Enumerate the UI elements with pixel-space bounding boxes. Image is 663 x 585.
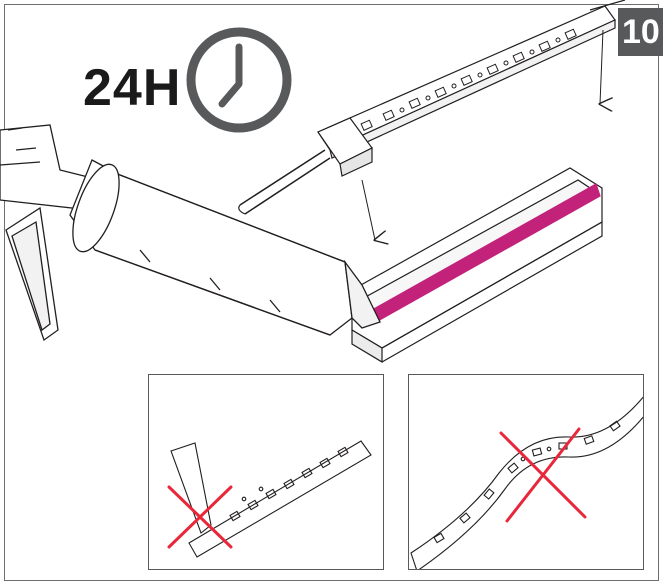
cross-icon [499, 427, 587, 523]
cross-icon [167, 485, 233, 549]
insert-arrow-right [600, 29, 603, 104]
knife-blade [170, 442, 212, 534]
insert-arrow-left [361, 179, 375, 240]
led-strip-wavy [410, 396, 643, 569]
figure-frame [4, 4, 659, 581]
clock-icon [186, 27, 292, 133]
diffuser-strip [371, 183, 601, 323]
aluminium-profile [351, 167, 603, 364]
caulking-gun [0, 124, 381, 342]
led-chips [360, 28, 577, 131]
cure-time-label: 24H [83, 59, 182, 117]
led-strip [238, 0, 626, 215]
led-strip-straight [188, 440, 372, 558]
inset-no-cutting [148, 374, 384, 570]
step-badge: 10 [618, 8, 663, 56]
inset-no-bending [408, 374, 644, 570]
